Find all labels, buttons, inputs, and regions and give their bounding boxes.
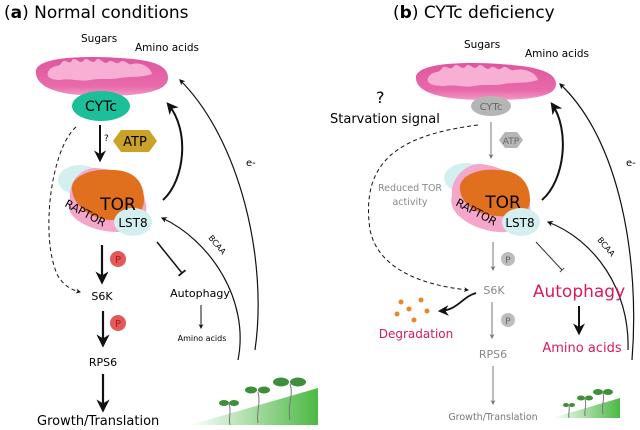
- cytc-deficient: [471, 96, 511, 116]
- autophagy-label: Autophagy: [170, 287, 230, 300]
- amino-acids-top-label-b: Amino acids: [525, 48, 589, 60]
- tor-inhibits-autophagy-b: [535, 241, 565, 273]
- electron-label: e-: [246, 158, 256, 169]
- reduced-tor-line1: Reduced TOR: [378, 183, 442, 194]
- phospho-1-label-b: P: [505, 256, 511, 266]
- atp-label-b: ATP: [503, 137, 520, 147]
- atp-hexagon-b: [499, 132, 523, 148]
- starvation-question: ?: [376, 88, 385, 107]
- sugars-label-b: Sugars: [464, 39, 500, 51]
- tor-inhibits-autophagy: [156, 241, 187, 277]
- cytc-label: CYTc: [85, 99, 117, 115]
- rps6-label-b: RPS6: [479, 348, 507, 361]
- phospho-2-label-b: P: [505, 317, 511, 327]
- s6k-degradation-arrow: [437, 292, 477, 316]
- bcaa-label: BCAA: [206, 234, 227, 257]
- tor-to-mito-arrow: [162, 102, 184, 201]
- reduced-tor-line2: activity: [392, 197, 427, 208]
- panel-b-title: (b) CYTc deficiency: [393, 3, 555, 23]
- electron-label-b: e-: [626, 158, 636, 169]
- autophagy-label-b: Autophagy: [533, 282, 625, 302]
- tor-label: TOR: [99, 195, 136, 215]
- bcaa-arrow-b: [546, 220, 629, 351]
- seedlings-hill-b: [552, 389, 620, 419]
- electron-arrow: [179, 79, 259, 351]
- cytc-normal: [72, 91, 130, 121]
- starvation-label: Starvation signal: [330, 112, 440, 127]
- seedlings-hill: [190, 377, 318, 426]
- panel-a-title: (a) Normal conditions: [4, 3, 189, 23]
- mitochondrion-b: [415, 63, 556, 100]
- dashed-arrow-s6k: [48, 126, 81, 294]
- phospho-2-label: P: [115, 319, 121, 330]
- phospho-2-b: [501, 313, 515, 327]
- growth-label: Growth/Translation: [37, 414, 159, 429]
- atp-question: ?: [104, 134, 109, 144]
- phospho-1-label: P: [115, 255, 121, 266]
- phospho-1: [110, 251, 126, 267]
- amino-acids-bottom-label: Amino acids: [178, 334, 227, 343]
- tor-complex-b: [444, 163, 540, 236]
- lst8-label-b: LST8: [505, 216, 534, 230]
- amino-acids-bottom-label-b: Amino acids: [542, 341, 621, 356]
- bcaa-label-b: BCAA: [595, 236, 616, 259]
- mitochondrion: [35, 57, 168, 96]
- tor-to-mito-arrow-b: [541, 102, 564, 201]
- panel-b: (b) CYTc deficiency Sugars Amino acids C…: [330, 3, 636, 423]
- phospho-2: [110, 315, 126, 331]
- lst8-label: LST8: [118, 216, 147, 230]
- degradation-label: Degradation: [379, 327, 453, 341]
- growth-label-b: Growth/Translation: [448, 412, 537, 423]
- cytc-label-b: CYTc: [480, 102, 503, 113]
- tor-label-b: TOR: [484, 193, 521, 213]
- panel-a: (a) Normal conditions Sugars Amino acids…: [4, 3, 318, 429]
- tor-complex: [58, 165, 152, 236]
- dashed-arrow-s6k-b: [368, 124, 479, 293]
- bcaa-arrow: [160, 217, 241, 361]
- phospho-1-b: [501, 252, 515, 266]
- atp-hexagon: [113, 130, 157, 152]
- atp-label: ATP: [123, 135, 147, 150]
- electron-arrow-b: [559, 83, 635, 361]
- sugars-label: Sugars: [81, 33, 117, 45]
- s6k-label-b: S6K: [483, 284, 505, 297]
- s6k-label: S6K: [91, 290, 113, 303]
- degradation-dots: [394, 297, 430, 323]
- amino-acids-top-label: Amino acids: [135, 42, 199, 54]
- rps6-label: RPS6: [89, 356, 117, 369]
